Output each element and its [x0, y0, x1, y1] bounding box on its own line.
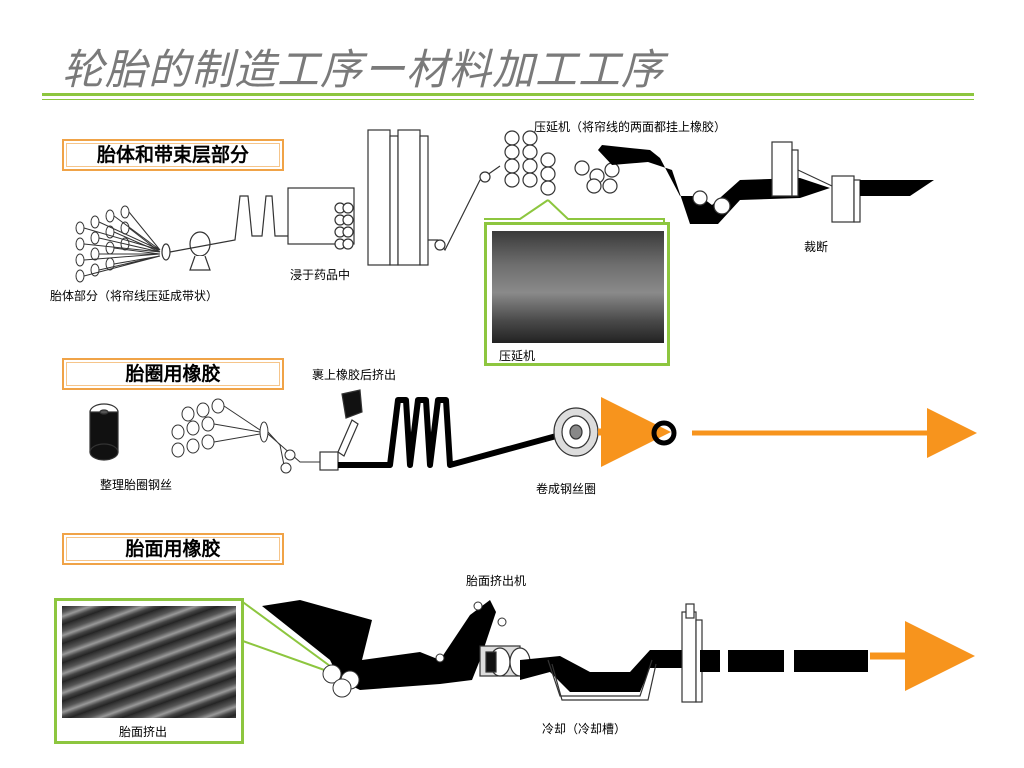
tread-strip — [520, 650, 690, 692]
label-tread-extruder: 胎面挤出机 — [466, 574, 527, 588]
wire-spool — [89, 403, 119, 461]
label-bead-coil: 卷成钢丝圈 — [536, 482, 597, 496]
tread-pieces — [700, 650, 868, 672]
label-cooling: 冷却（冷却槽） — [542, 722, 627, 736]
label-dip: 浸于药品中 — [290, 268, 351, 282]
calender-machine — [504, 130, 620, 196]
bead-extruder — [319, 389, 363, 471]
tread-photo-image — [62, 606, 236, 718]
cooling-tank — [547, 659, 657, 701]
tread-feed — [262, 600, 496, 690]
creel-rollers — [75, 205, 161, 283]
label-cut: 裁断 — [804, 240, 829, 254]
label-carcass: 胎体部分（将帘线压延成带状） — [50, 289, 219, 303]
tread-cutter — [681, 603, 703, 703]
cut-strips — [860, 180, 934, 196]
title-rule — [42, 93, 974, 96]
section-carcass-belt: 胎体和带束层部分 — [62, 139, 284, 171]
label-calender: 压延机（将帘线的两面都挂上橡胶） — [534, 120, 727, 134]
section-tread-rubber: 胎面用橡胶 — [62, 533, 284, 565]
section-bead-rubber: 胎圈用橡胶 — [62, 358, 284, 390]
tread-rollers — [322, 601, 507, 698]
calender-photo-image — [492, 231, 664, 343]
bead-ring — [651, 420, 677, 446]
cutter-unit — [692, 141, 861, 223]
calender-photo-caption: 压延机 — [499, 349, 536, 363]
tread-photo-caption: 胎面挤出 — [119, 725, 168, 739]
title-rule-thin — [42, 99, 974, 100]
drying-towers — [367, 129, 501, 266]
dip-tank — [287, 187, 355, 250]
bead-wire-loop — [338, 397, 577, 468]
tread-photo: 胎面挤出 — [54, 598, 244, 744]
label-bead-wire: 整理胎圈钢丝 — [100, 478, 173, 492]
label-rubber-extrude: 裹上橡胶后挤出 — [312, 368, 397, 382]
wire-guides — [171, 398, 320, 474]
page-title: 轮胎的制造工序ー材料加工工序 — [62, 45, 665, 94]
bead-winder — [553, 407, 599, 457]
calender-photo: 压延机 — [484, 222, 670, 366]
